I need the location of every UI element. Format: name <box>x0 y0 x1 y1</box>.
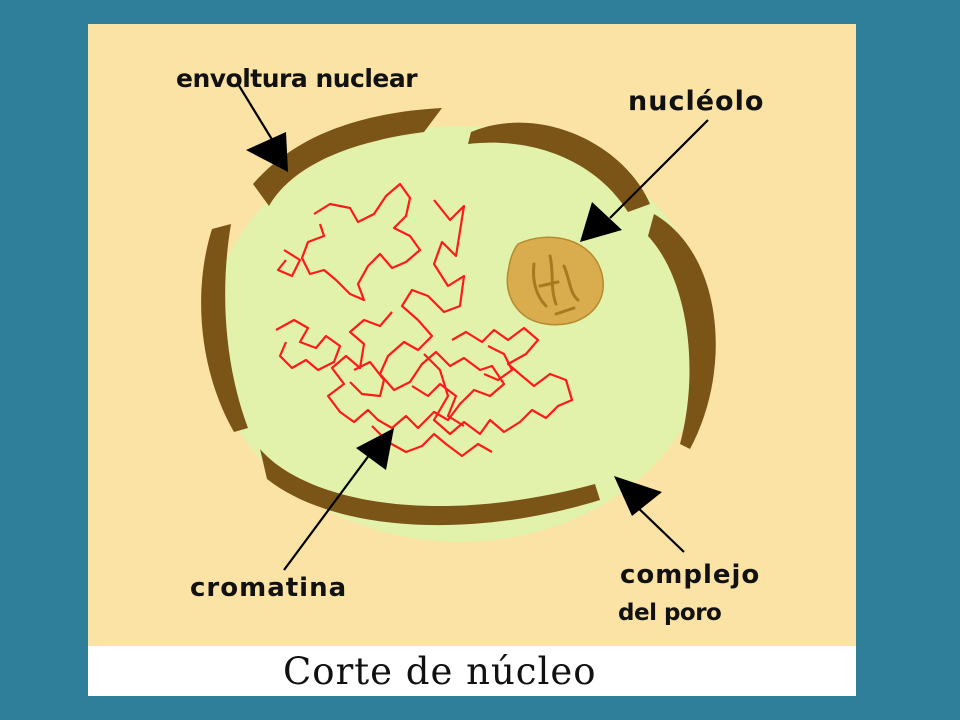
arrow-icon-complejo <box>614 476 662 516</box>
caption-title: Corte de núcleo <box>283 650 597 693</box>
arrow-icon-cromatina <box>356 428 394 470</box>
label-complejo-line2: del poro <box>618 600 722 626</box>
chromatin <box>275 182 574 458</box>
chromatin-strand-8 <box>483 345 514 382</box>
arrow-icon-envoltura <box>246 132 288 172</box>
envelope-segment-left <box>201 224 248 432</box>
envelope-segment-top-right <box>468 122 650 212</box>
pointer-line-cromatina <box>283 453 371 571</box>
label-cromatina: cromatina <box>190 573 348 603</box>
pointer-line-envoltura <box>237 83 277 147</box>
nucleolus-texture <box>532 254 580 316</box>
chromatin-strand-5 <box>349 360 386 398</box>
diagram-panel: envoltura nuclear nucléolo cromatina com… <box>88 24 856 646</box>
nucleolus <box>506 236 604 326</box>
chromatin-strand-3 <box>326 199 506 430</box>
envelope-segment-bottom <box>260 449 600 526</box>
nucleolus-body <box>506 236 604 326</box>
chromatin-strand-7 <box>411 382 465 427</box>
chromatin-strand-1 <box>300 182 422 302</box>
nuclear-envelope <box>201 108 716 526</box>
pointer-line-complejo <box>631 501 685 553</box>
label-nucleolo: nucléolo <box>628 86 765 117</box>
chromatin-strand-9 <box>371 425 493 458</box>
label-envoltura-nuclear: envoltura nuclear <box>176 64 418 93</box>
slide: envoltura nuclear nucléolo cromatina com… <box>88 24 856 696</box>
pointer-line-nucleolo <box>609 119 709 219</box>
arrowheads <box>246 132 662 516</box>
caption-bar: Corte de núcleo <box>88 646 856 696</box>
envelope-segment-right <box>648 214 716 449</box>
nucleus-diagram <box>201 83 716 571</box>
envelope-segment-top-left <box>253 108 442 206</box>
chromatin-strand-2 <box>276 249 302 278</box>
chromatin-strand-6 <box>423 326 574 436</box>
arrow-icon-nucleolo <box>580 202 622 242</box>
label-complejo-line1: complejo <box>620 560 761 590</box>
chromatin-strand-4 <box>275 318 342 372</box>
pointer-lines <box>237 83 709 571</box>
